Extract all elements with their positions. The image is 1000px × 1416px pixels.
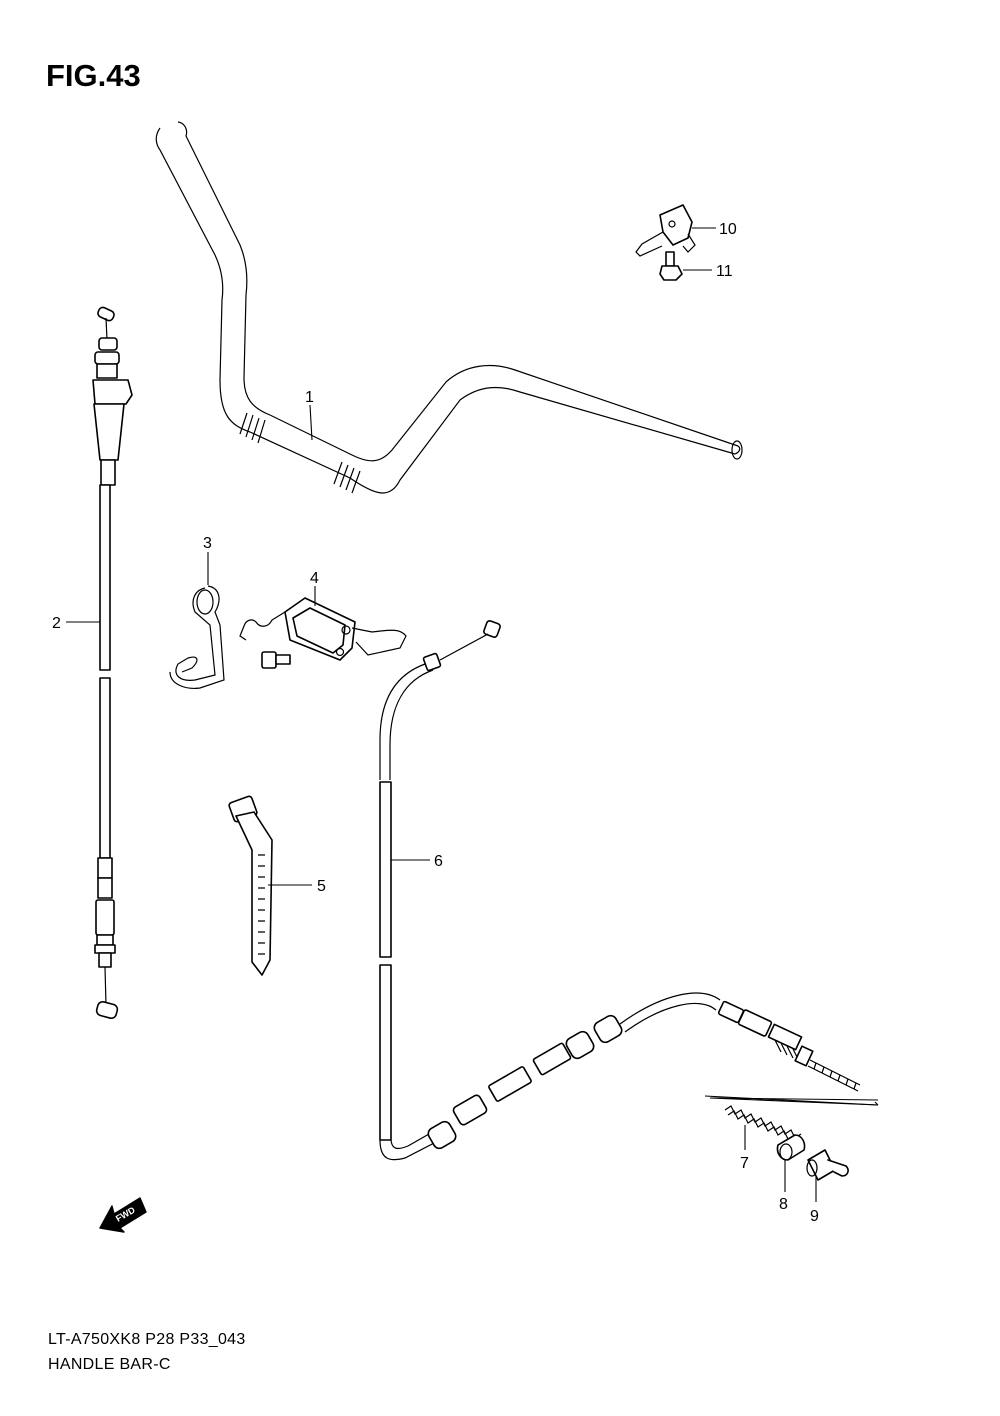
bracket-part[interactable]: [239, 597, 407, 669]
wire-clip-part[interactable]: [169, 585, 225, 689]
screw-part[interactable]: [659, 251, 683, 281]
callout-11: 11: [716, 263, 733, 280]
callout-7: 7: [740, 1155, 749, 1172]
callout-4: 4: [310, 570, 319, 587]
callout-2: 2: [52, 615, 61, 632]
callout-9: 9: [810, 1208, 819, 1225]
fwd-arrow-icon: FWD: [99, 1197, 147, 1233]
callout-1: 1: [305, 389, 314, 406]
throttle-cable-part[interactable]: [92, 306, 133, 1020]
cable-tie-part[interactable]: [228, 795, 273, 976]
footer-code: LT-A750XK8 P28 P33_043: [48, 1331, 246, 1348]
figure-title: FIG.43: [46, 58, 141, 93]
switch-bracket-part[interactable]: [635, 204, 696, 257]
callout-8: 8: [779, 1196, 788, 1213]
footer-caption: HANDLE BAR-C: [48, 1356, 171, 1373]
adjuster-nut-part[interactable]: [776, 1134, 806, 1161]
callout-6: 6: [434, 853, 443, 870]
callout-10: 10: [719, 221, 737, 238]
callout-5: 5: [317, 878, 326, 895]
joint-pin-part[interactable]: [806, 1149, 849, 1181]
handlebar-part[interactable]: [155, 121, 743, 494]
callout-3: 3: [203, 535, 212, 552]
brake-cable-part[interactable]: [379, 620, 861, 1161]
spring-part[interactable]: [724, 1105, 802, 1140]
